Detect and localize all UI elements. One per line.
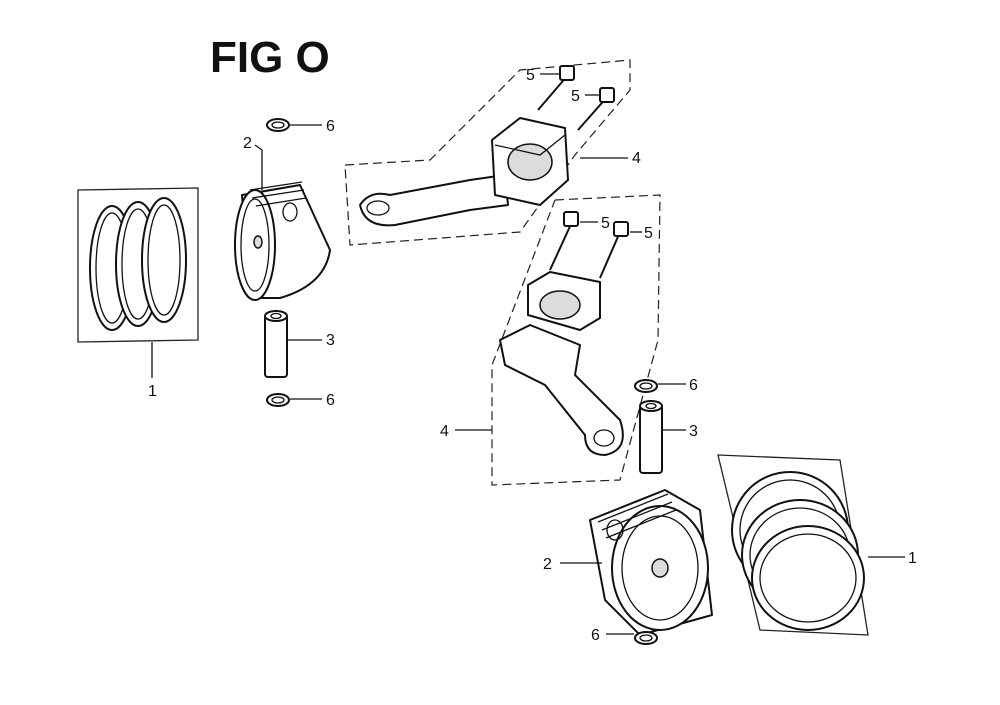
clip-right-bottom: 6 [591, 627, 658, 645]
small-end-upper [366, 200, 390, 216]
piston-pin-left: 3 [264, 310, 335, 378]
rod-frame-upper [344, 59, 631, 246]
figure-title: FIG O [210, 33, 330, 82]
clip-left-bottom: 6 [266, 392, 335, 409]
piston-left: 2 [234, 135, 331, 301]
bolt-lower-a: 5 [549, 211, 610, 271]
connecting-rod-upper: 5 5 4 [344, 59, 641, 246]
callout-4-lower: 4 [440, 423, 449, 440]
callout-1-right: 1 [908, 550, 917, 567]
callout-2-left: 2 [243, 135, 252, 152]
callout-3-right: 3 [689, 423, 698, 440]
clip-left-top: 6 [266, 118, 335, 135]
ring-3 [141, 197, 187, 323]
clip-right-top: 6 [634, 377, 698, 394]
small-end-lower [593, 429, 615, 447]
callout-5-lower-b: 5 [644, 225, 653, 242]
piston-pin-right: 3 [639, 400, 698, 474]
callout-3-left: 3 [326, 332, 335, 349]
piston-right: 2 [543, 489, 713, 636]
pin-boss-left [282, 202, 298, 222]
bolt-lower-b: 5 [599, 221, 653, 279]
callout-2-right: 2 [543, 556, 552, 573]
callout-5-upper-a: 5 [526, 67, 535, 84]
callout-6-left-bottom: 6 [326, 392, 335, 409]
connecting-rod-lower: 5 5 4 [440, 194, 661, 486]
callout-5-lower-a: 5 [601, 215, 610, 232]
callout-6-right-bottom: 6 [591, 627, 600, 644]
piston-rings-left: 1 [77, 187, 199, 400]
pin-boss-right [606, 519, 624, 541]
callout-5-upper-b: 5 [571, 88, 580, 105]
bolt-upper-a: 5 [526, 65, 575, 111]
ring-right-3 [751, 525, 865, 631]
callout-6-left-top: 6 [326, 118, 335, 135]
rod-frame-lower [491, 194, 661, 486]
piston-rings-right: 1 [717, 454, 917, 636]
callout-6-right-top: 6 [689, 377, 698, 394]
rings-frame-left [77, 187, 199, 343]
bolt-upper-b: 5 [571, 87, 615, 131]
callout-4-upper: 4 [632, 150, 641, 167]
callout-1-left: 1 [148, 383, 157, 400]
